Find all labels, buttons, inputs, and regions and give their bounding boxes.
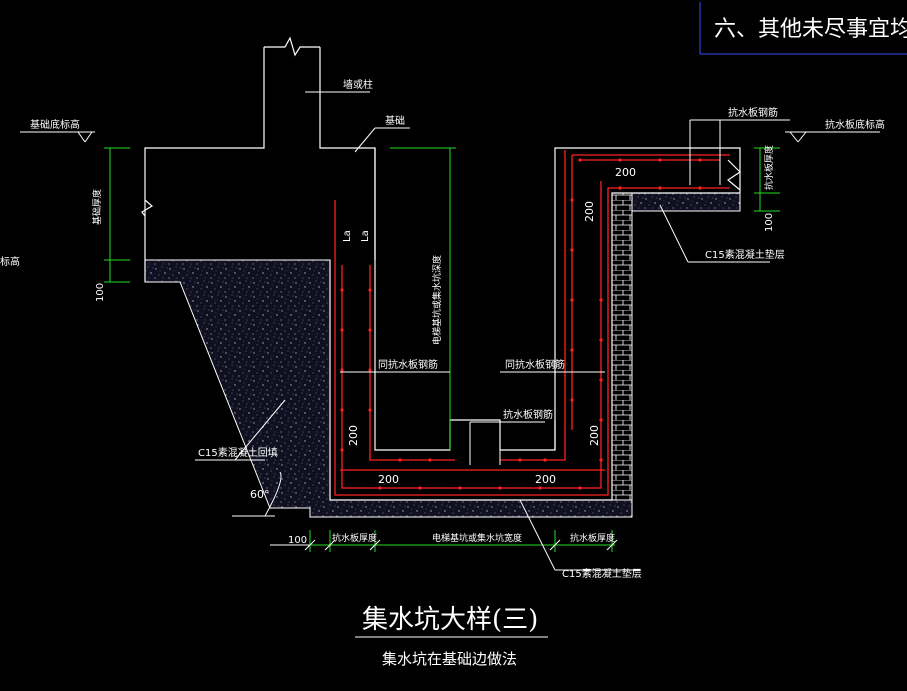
label-slab-thickness-br: 抗水板厚度 bbox=[570, 532, 615, 544]
label-slab-thickness-bl: 抗水板厚度 bbox=[332, 532, 377, 544]
title-sub: 集水坑在基础边做法 bbox=[382, 650, 517, 668]
label-dim-200-left-wall: 200 bbox=[347, 425, 360, 446]
label-wall-column: 墙或柱 bbox=[343, 78, 373, 91]
label-dim-200-vert-top: 200 bbox=[583, 201, 596, 222]
label-c15-backfill: C15素混凝土回填 bbox=[198, 446, 278, 459]
label-dim-200-bottom-left: 200 bbox=[378, 473, 399, 486]
label-la-1: La bbox=[342, 230, 353, 242]
label-depth-note: 电梯基坑或集水坑深度 bbox=[431, 255, 443, 345]
c15-cushion-right-region bbox=[631, 192, 741, 212]
label-pit-width: 电梯基坑或集水坑宽度 bbox=[432, 532, 522, 544]
label-left-elev: 标高 bbox=[0, 255, 20, 268]
label-foundation-bottom-elev: 基础底标高 bbox=[30, 118, 80, 131]
header-note: 六、其他未尽事宜均按国家 bbox=[699, 2, 907, 55]
dimension-lines bbox=[104, 147, 780, 552]
label-slab-rebar-top: 抗水板钢筋 bbox=[728, 106, 778, 119]
label-slab-bottom-elev: 抗水板底标高 bbox=[825, 118, 885, 131]
label-same-slab-rebar-left: 同抗水板钢筋 bbox=[378, 358, 438, 371]
label-la-2: La bbox=[360, 230, 371, 242]
label-dim-100-left: 100 bbox=[95, 283, 106, 302]
brick-wall bbox=[611, 192, 633, 501]
structure-outline bbox=[141, 36, 741, 501]
label-dim-100-bottom: 100 bbox=[288, 535, 307, 546]
label-dim-200-bottom-right: 200 bbox=[535, 473, 556, 486]
label-angle: 60° bbox=[250, 488, 270, 501]
label-foundation-thickness: 基础厚度 bbox=[91, 189, 103, 225]
label-same-slab-rebar-right: 同抗水板钢筋 bbox=[505, 358, 565, 371]
label-c15-cushion-bottom: C15素混凝土垫层 bbox=[562, 567, 642, 580]
label-slab-rebar-mid: 抗水板钢筋 bbox=[503, 408, 553, 421]
label-dim-200-right-wall: 200 bbox=[588, 425, 601, 446]
concrete-regions bbox=[144, 192, 741, 518]
label-dim-200-top: 200 bbox=[615, 166, 636, 179]
header-note-text: 六、其他未尽事宜均按国家 bbox=[714, 17, 907, 42]
title-main: 集水坑大样(三) bbox=[362, 605, 538, 635]
rebar-dots bbox=[340, 158, 702, 490]
label-foundation: 基础 bbox=[385, 114, 405, 127]
label-slab-thickness-right: 抗水板厚度 bbox=[763, 145, 775, 190]
dimension-ticks bbox=[270, 539, 618, 551]
leader-lines bbox=[20, 91, 880, 571]
label-c15-cushion-right: C15素混凝土垫层 bbox=[705, 248, 785, 261]
label-dim-100-right: 100 bbox=[764, 213, 775, 232]
drawing-title: 集水坑大样(三) 集水坑在基础边做法 bbox=[355, 605, 548, 668]
annotations: 墙或柱 基础 基础底标高 基础厚度 标高 100 La La 电梯基坑或集水坑深… bbox=[0, 78, 885, 580]
